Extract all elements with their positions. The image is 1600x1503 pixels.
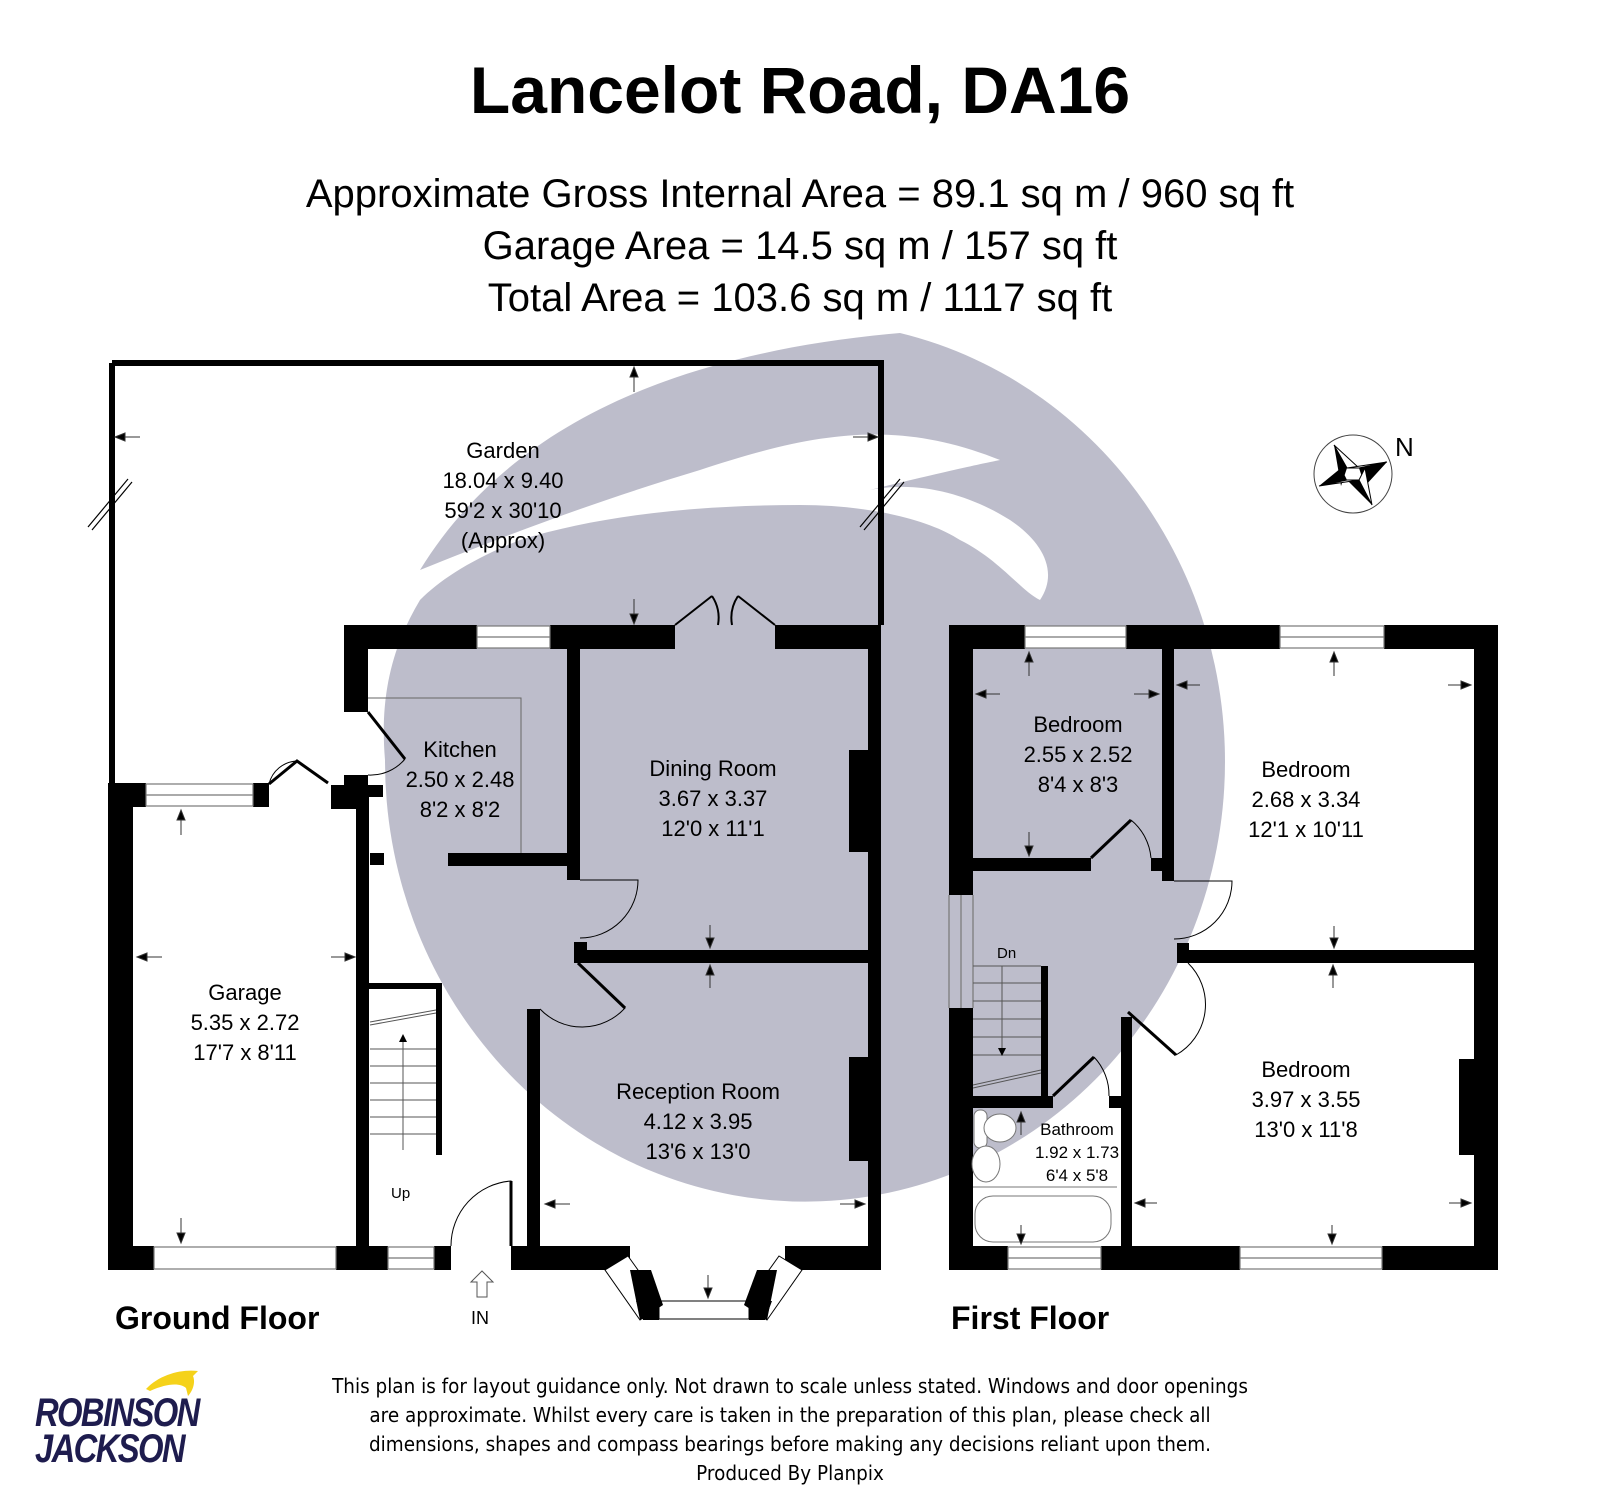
ground-floor-solid-walls [108,625,881,1270]
first-floor-windows [948,625,1385,1270]
first-floor-dimension-arrows [974,650,1473,1246]
stairs-up-label: Up [391,1185,411,1202]
garage-area: Garage Area = 14.5 sq m / 157 sq ft [482,224,1118,268]
first-floor-title: First Floor [951,1300,1110,1336]
entrance-arrow-icon [469,1270,495,1298]
compass-north-label: N [1395,432,1414,462]
stairs-down-label: Dn [997,945,1017,962]
area-summary: Approximate Gross Internal Area = 89.1 s… [0,168,1600,324]
first-floor-stairs [972,965,1042,1089]
logo-swift-icon [146,1370,198,1396]
entrance-label: IN [471,1308,489,1328]
dimension-arrows [113,365,880,1300]
room-label-bedroom-3: Bedroom 3.97 x 3.55 13'0 x 11'8 [1251,1057,1361,1142]
room-label-bedroom-2: Bedroom 2.68 x 3.34 12'1 x 10'11 [1248,757,1364,842]
ground-floor-doors [268,595,776,1247]
compass-rose-icon [1313,434,1393,514]
room-label-bathroom: Bathroom 1.92 x 1.73 6'4 x 5'8 [1034,1120,1120,1185]
watermark-logo [383,333,1225,1202]
gross-internal-area: Approximate Gross Internal Area = 89.1 s… [305,172,1295,216]
ground-floor-windows [145,625,551,1270]
bay-window-corners [630,1270,777,1320]
first-floor-solid-walls [949,625,1498,1270]
disclaimer: This plan is for layout guidance only. N… [284,1372,1296,1488]
total-area: Total Area = 103.6 sq m / 1117 sq ft [487,276,1113,320]
company-logo: ROBINSON JACKSON [35,1391,200,1471]
room-label-garage: Garage 5.35 x 2.72 17'7 x 8'11 [190,980,300,1065]
bathroom-fixtures [971,1109,1117,1243]
logo-line-2: JACKSON [35,1427,186,1471]
room-label-reception-room: Reception Room 4.12 x 3.95 13'6 x 13'0 [616,1079,780,1164]
ground-floor-stairs [369,1009,437,1150]
room-label-dining-room: Dining Room 3.67 x 3.37 12'0 x 11'1 [649,756,777,841]
ground-floor-title: Ground Floor [115,1300,320,1336]
room-label-kitchen: Kitchen 2.50 x 2.48 8'2 x 8'2 [405,737,515,822]
first-floor-doors [1051,818,1233,1098]
room-label-bedroom-1: Bedroom 2.55 x 2.52 8'4 x 8'3 [1023,712,1133,797]
ground-floor-walls [87,360,905,783]
producer-credit: Produced By Planpix [696,1461,884,1485]
room-label-garden: Garden 18.04 x 9.40 59'2 x 30'10 (Approx… [442,438,564,553]
property-title: Lancelot Road, DA16 [469,53,1131,127]
logo-line-1: ROBINSON [35,1391,200,1435]
